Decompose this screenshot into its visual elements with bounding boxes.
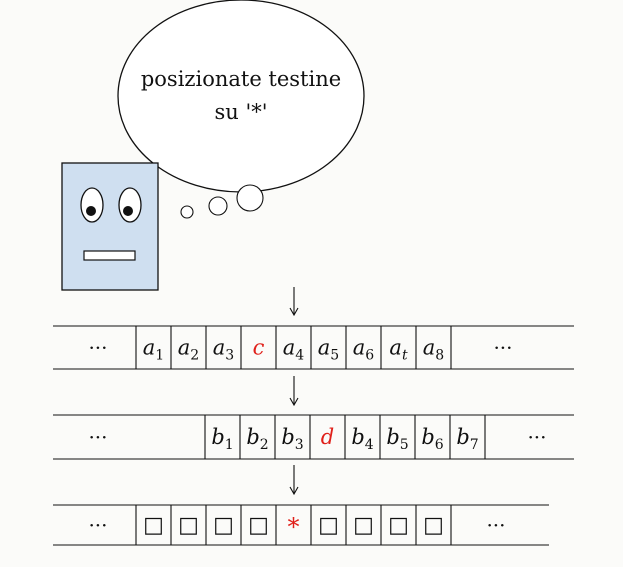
thought-dot-medium: [208, 196, 228, 216]
tape-cell-symbol: a2: [178, 336, 199, 364]
thought-dots: [180, 184, 264, 219]
tape-cell-symbol: a6: [353, 336, 375, 364]
tape-cell-symbol: b5: [386, 425, 408, 453]
left-ellipsis: ···: [88, 513, 107, 537]
tape-cell-symbol: b6: [421, 425, 443, 453]
tape-cell-symbol: b7: [456, 425, 478, 453]
tape-cell-symbol: a3: [213, 336, 234, 364]
arrow-to-tape-1: [289, 287, 299, 317]
tape-cell-symbol: *: [288, 513, 300, 541]
tape-cell-symbol: □: [143, 513, 164, 538]
tape-cell-symbol: c: [253, 336, 265, 360]
tape-cell-symbol: a1: [143, 336, 164, 364]
tapes: ··· ··· a1 a2 a3 c a4 a5 a6 at a8 ··· ··· b1 b2 b3 d b4 b5…: [53, 325, 574, 546]
tape-cell-symbol: d: [321, 425, 334, 449]
tape-cell-symbol: a8: [423, 336, 444, 364]
tape-3: ··· ··· □ □ □ □ * □ □ □ □: [53, 504, 549, 546]
right-ellipsis: ···: [486, 513, 505, 537]
tape-cell-symbol: □: [178, 513, 199, 538]
tape-cell-symbol: a4: [283, 336, 305, 364]
right-ellipsis: ···: [493, 336, 512, 360]
thought-text-line2: su '*': [214, 100, 267, 124]
tape-cell-symbol: a5: [318, 336, 339, 364]
robot-right-pupil: [123, 206, 133, 216]
tape-1: ··· ··· a1 a2 a3 c a4 a5 a6 at a8: [53, 325, 574, 370]
right-ellipsis: ···: [527, 425, 546, 449]
head-arrows: [289, 287, 299, 496]
left-ellipsis: ···: [88, 425, 107, 449]
robot-left-pupil: [86, 206, 96, 216]
robot-face: [61, 162, 159, 291]
robot-right-eye: [118, 187, 142, 223]
tape-cell-symbol: b4: [351, 425, 373, 453]
robot-head: [61, 162, 159, 291]
robot-left-eye: [80, 187, 104, 223]
arrow-to-tape-2: [289, 376, 299, 407]
tape-cell-symbol: □: [248, 513, 269, 538]
tape-cell-symbol: □: [353, 513, 374, 538]
tape-cell-symbol: □: [388, 513, 409, 538]
tape-2: ··· ··· b1 b2 b3 d b4 b5 b6 b7: [53, 414, 574, 460]
tape-cell-symbol: b1: [211, 425, 233, 453]
thought-dot-small: [180, 205, 194, 219]
tape-cell-symbol: □: [213, 513, 234, 538]
tape-cell-symbol: b2: [246, 425, 268, 453]
thought-text-line1: posizionate testine: [141, 67, 341, 91]
tape-cell-symbol: □: [423, 513, 444, 538]
tape-cell-symbol: □: [318, 513, 339, 538]
robot-mouth: [83, 250, 136, 261]
thought-dot-large: [236, 184, 264, 212]
tape-cell-symbol: b3: [281, 425, 303, 453]
tape-cell-symbol: at: [389, 336, 408, 364]
thought-bubble: posizionate testine su '*': [117, 0, 365, 193]
arrow-to-tape-3: [289, 465, 299, 496]
left-ellipsis: ···: [88, 336, 107, 360]
